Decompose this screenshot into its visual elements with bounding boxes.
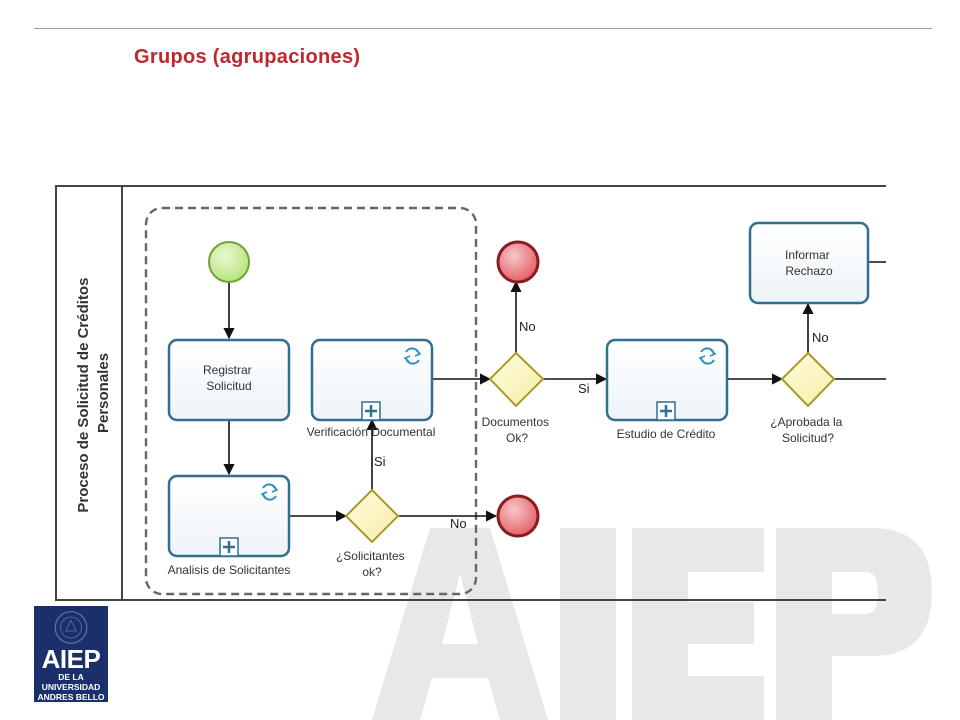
start-event[interactable] [208,241,250,283]
task-registrar[interactable]: Registrar Solicitud [167,338,291,422]
plus-icon [219,537,239,557]
aiep-logo: AIEP DE LA UNIVERSIDAD ANDRES BELLO [34,606,108,702]
slide-title: Grupos (agrupaciones) [134,46,361,68]
flow-label-doc-si: Si [578,381,590,396]
task-analisis-label: Analisis de Solicitantes [168,563,291,577]
group-box[interactable] [144,206,478,596]
loop-icon [403,347,422,365]
gateway-solicitantes[interactable]: ¿Solicitantes ok? [336,488,408,579]
task-informar[interactable]: Informar Rechazo [748,221,870,305]
flow-label-doc-no: No [519,319,536,334]
svg-text:¿Solicitantes ok?: ¿Solicitantes ok? [336,549,408,579]
task-analisis[interactable]: Analisis de Solicitantes [168,474,291,577]
logo-sub-line1: DE LA UNIVERSIDAD [41,672,101,692]
watermark-logo [372,528,932,720]
task-verificacion[interactable]: Verificación Documental [307,338,436,439]
loop-icon [260,483,279,501]
end-event-solicitantes[interactable] [496,494,540,538]
plus-icon [361,401,381,421]
flow-label-sol-no: No [450,516,467,531]
loop-icon [698,347,717,365]
flow-label-aprob-no: No [812,330,829,345]
svg-text:Registrar Solicitud: Registrar Solicitud [203,363,255,393]
task-estudio[interactable]: Estudio de Crédito [605,338,729,441]
pool: Proceso de Solicitud de Créditos Persona… [55,185,886,601]
watermark-letter-p [776,528,932,720]
task-estudio-label: Estudio de Crédito [617,427,716,441]
top-divider [34,28,932,29]
end-event-documentos[interactable] [496,240,540,284]
university-seal-icon [54,611,88,644]
sequence-flows [223,261,886,522]
gateway-aprobada[interactable]: ¿Aprobada la Solicitud? [770,351,845,445]
task-verificacion-label: Verificación Documental [307,425,436,439]
gateway-documentos[interactable]: Documentos Ok? [482,351,553,445]
logo-sub-line2: ANDRES BELLO [37,692,105,702]
svg-text:Informar Rechazo: Informar Rechazo [785,248,833,278]
pool-label: Proceso de Solicitud de Créditos Persona… [75,273,112,512]
flow-label-sol-si: Si [374,454,386,469]
svg-text:¿Aprobada la Solicitud?: ¿Aprobada la Solicitud? [770,415,845,445]
svg-text:Documentos Ok?: Documentos Ok? [482,415,553,445]
logo-brand: AIEP [41,644,101,674]
plus-icon [656,401,676,421]
watermark-letter-i [560,528,616,720]
watermark-letter-e [632,528,764,720]
